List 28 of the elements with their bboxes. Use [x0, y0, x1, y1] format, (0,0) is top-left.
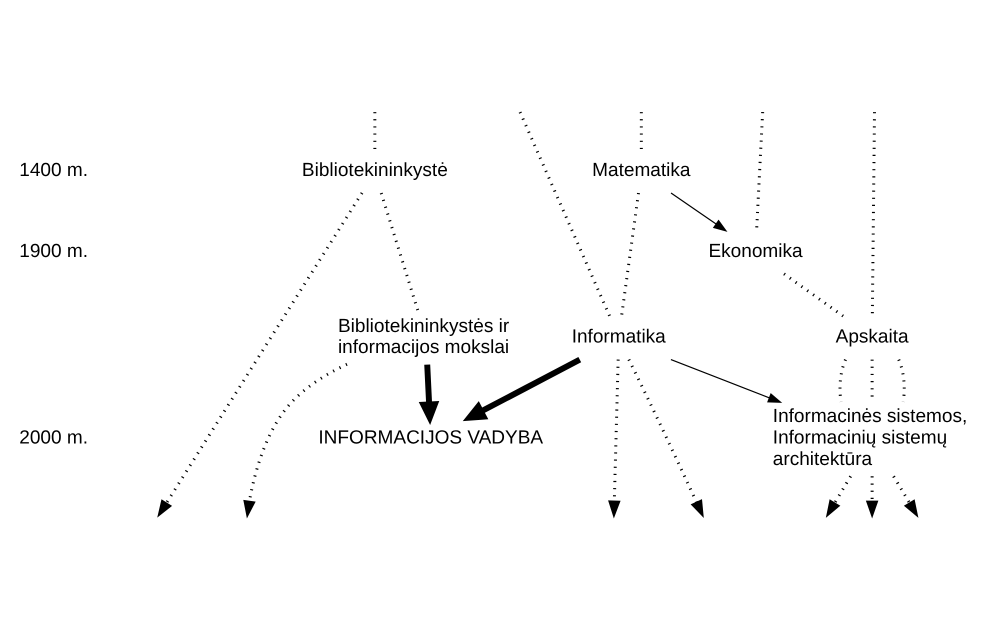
node-text: Bibliotekininkystė: [301, 160, 448, 181]
node-text: Matematika: [592, 160, 690, 181]
arrow: [242, 362, 348, 518]
arrow: [608, 360, 620, 518]
label: 1400 m.: [18, 160, 88, 181]
arrow: [670, 192, 727, 232]
node-text: Ekonomika: [708, 240, 802, 262]
node-text: Informacinės sistemos, Informacinių sistemų architektūra: [772, 406, 967, 470]
label: 1900 m.: [18, 240, 88, 262]
node-text: Informatika: [571, 326, 666, 348]
arrow: [892, 476, 918, 518]
arrow: [418, 364, 439, 425]
node-text: Apskaita: [835, 326, 908, 348]
connector: [838, 359, 846, 402]
arrow: [627, 358, 704, 518]
connector: [620, 192, 640, 316]
label: 2000 m.: [18, 428, 88, 449]
connector: [379, 192, 420, 312]
connector: [518, 112, 611, 317]
arrow: [462, 357, 581, 422]
node-text: INFORMACIJOS VADYBA: [318, 428, 543, 449]
connector: [896, 359, 906, 402]
connector: [782, 272, 844, 318]
arrow: [156, 192, 363, 518]
arrow: [865, 476, 878, 518]
node-text: Bibliotekininkystės ir informacijos mokslai: [337, 316, 509, 358]
arrow: [670, 358, 782, 403]
arrow: [825, 476, 852, 518]
